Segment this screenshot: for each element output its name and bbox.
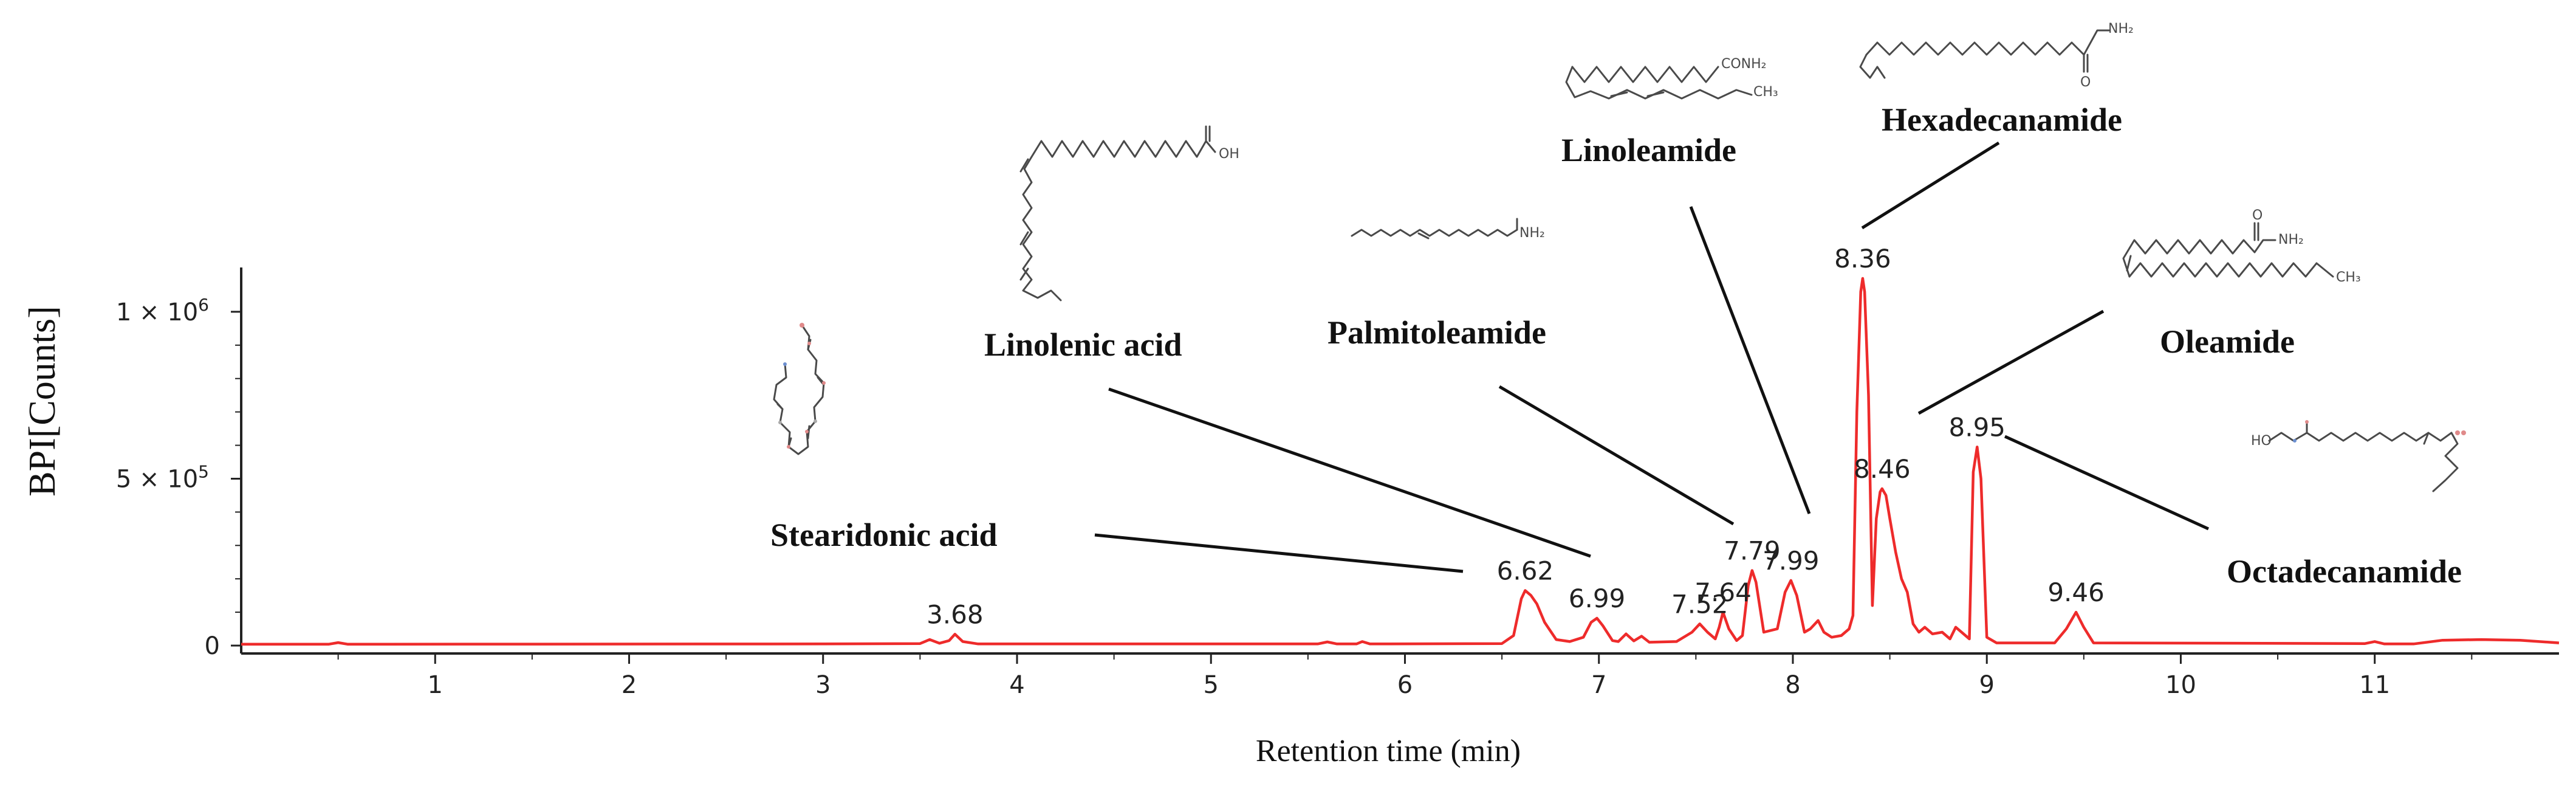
hexadecanamide-nh2-label: NH₂ xyxy=(2108,21,2134,36)
octadecanamide-structure: HO xyxy=(2251,420,2466,492)
annotation-label-octadecanamide: Octadecanamide xyxy=(2227,553,2462,590)
x-axis-label: Retention time (min) xyxy=(1256,734,1521,768)
linoleamide-ch3-label: CH₃ xyxy=(1753,84,1778,100)
y-tick-label-exponent: 6 xyxy=(198,295,209,315)
y-tick-label-base: 1 × 10 xyxy=(116,298,198,326)
x-tick-label: 8 xyxy=(1785,671,1800,699)
peak-label: 8.95 xyxy=(1949,412,2006,442)
x-tick-label: 3 xyxy=(815,671,831,699)
linoleamide-structure: CONH₂ CH₃ xyxy=(1565,57,1778,100)
peak-label: 6.62 xyxy=(1497,556,1554,585)
peak-label: 7.99 xyxy=(1762,546,1820,576)
annotation-hexadecanamide: Hexadecanamide xyxy=(1861,102,2122,230)
y-tick-label-base: 5 × 10 xyxy=(116,465,198,493)
y-tick-label: 1 × 106 xyxy=(116,295,209,326)
peak-label: 7.79 xyxy=(1724,536,1781,565)
annotation-linolenic-acid: Linolenic acid xyxy=(984,326,1591,558)
annotation-label-oleamide: Oleamide xyxy=(2160,323,2295,360)
peak-label: 3.68 xyxy=(927,599,984,629)
x-tick-label: 9 xyxy=(1979,671,1994,699)
x-axis-ticks: 1 2 3 4 5 6 7 8 9 10 11 xyxy=(337,653,2473,699)
y-tick-label-exponent: 5 xyxy=(198,461,209,481)
palmitoleamide-structure: NH₂ xyxy=(1351,218,1545,241)
peak-label: 8.36 xyxy=(1834,244,1891,274)
annotation-octadecanamide: Octadecanamide xyxy=(2004,435,2462,590)
x-tick-label: 10 xyxy=(2165,671,2196,699)
linoleamide-conh2-label: CONH₂ xyxy=(1721,57,1767,72)
x-tick-label: 2 xyxy=(622,671,637,699)
oleamide-ch3-label: CH₃ xyxy=(2336,270,2361,285)
linolenic-acid-oh-label: OH xyxy=(1219,147,1239,162)
oleamide-nh2-label: NH₂ xyxy=(2278,232,2304,247)
x-tick-label: 7 xyxy=(1591,671,1606,699)
leader-line-hexadecanamide xyxy=(1861,141,2000,230)
hexadecanamide-o-label: O xyxy=(2080,75,2091,90)
peak-label: 7.52 xyxy=(1671,589,1728,619)
chromatogram-trace xyxy=(241,277,2560,646)
y-tick-label: 5 × 105 xyxy=(116,461,209,493)
annotation-label-hexadecanamide: Hexadecanamide xyxy=(1882,102,2122,138)
oleamide-o-label: O xyxy=(2252,208,2263,223)
y-axis-label: BPI[Counts] xyxy=(22,306,63,496)
leader-line-stearidonic-acid xyxy=(1094,533,1464,573)
hexadecanamide-structure: NH₂ O xyxy=(1859,21,2134,90)
octadecanamide-ho-label: HO xyxy=(2251,433,2272,449)
annotation-label-palmitoleamide: Palmitoleamide xyxy=(1327,314,1546,351)
linolenic-acid-structure: OH xyxy=(1019,125,1239,302)
palmitoleamide-nh2-label: NH₂ xyxy=(1519,226,1545,241)
x-tick-label: 4 xyxy=(1009,671,1024,699)
leader-line-palmitoleamide xyxy=(1498,385,1735,526)
oleamide-structure: NH₂ O CH₃ xyxy=(2122,208,2361,285)
peak-label: 7.64 xyxy=(1694,577,1752,607)
peak-label: 6.99 xyxy=(1569,584,1626,613)
y-tick-label: 0 xyxy=(205,632,220,660)
y-tick-label-base: 0 xyxy=(205,632,220,660)
x-tick-label: 5 xyxy=(1204,671,1219,699)
leader-line-linolenic-acid xyxy=(1108,387,1591,558)
annotation-label-stearidonic-acid: Stearidonic acid xyxy=(770,517,998,553)
x-tick-label: 11 xyxy=(2359,671,2390,699)
x-tick-label: 1 xyxy=(428,671,443,699)
annotation-label-linolenic-acid: Linolenic acid xyxy=(984,326,1182,363)
peak-label: 9.46 xyxy=(2047,577,2105,607)
annotation-stearidonic-acid: Stearidonic acid xyxy=(770,517,1464,573)
y-axis-ticks: 0 5 × 105 1 × 106 xyxy=(116,295,241,660)
stearidonic-acid-structure xyxy=(773,323,826,455)
annotation-linoleamide: Linoleamide xyxy=(1561,132,1811,514)
leader-line-oleamide xyxy=(1917,309,2105,415)
leader-line-linoleamide xyxy=(1689,206,1811,514)
x-tick-label: 6 xyxy=(1397,671,1413,699)
annotation-label-linoleamide: Linoleamide xyxy=(1561,132,1736,168)
leader-line-octadecanamide xyxy=(2004,435,2210,531)
annotation-palmitoleamide: Palmitoleamide xyxy=(1327,314,1735,526)
peak-labels: 3.68 6.62 6.99 7.527.64 7.797.99 8.36 8.46 8.95… xyxy=(927,244,2105,629)
annotation-oleamide: Oleamide xyxy=(1917,309,2295,415)
peak-label: 8.46 xyxy=(1854,454,1911,484)
